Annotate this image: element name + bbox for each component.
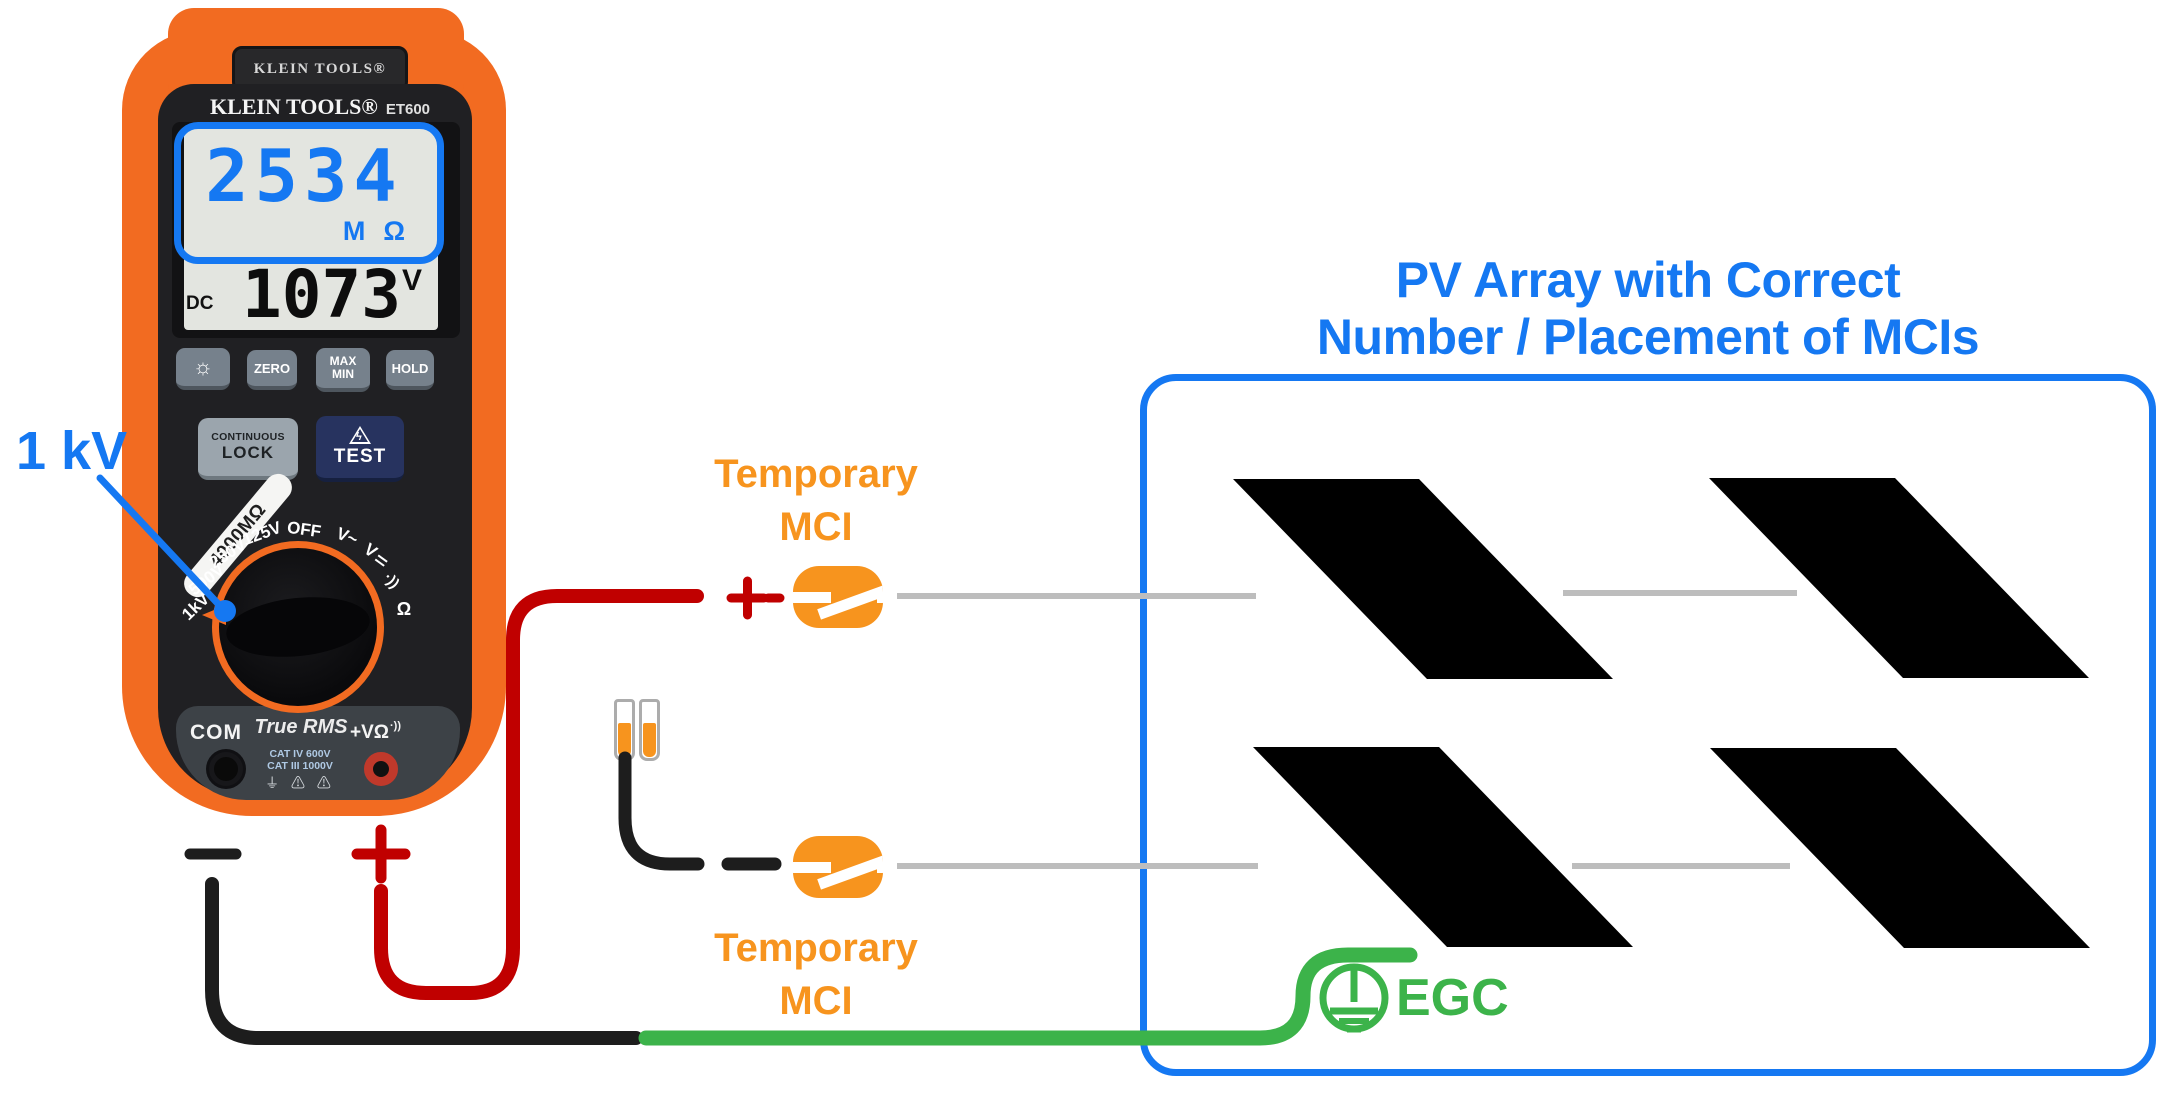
meter-brand-plate-text: KLEIN TOOLS®: [253, 60, 387, 77]
connector-port: [614, 699, 635, 761]
black-test-lead: [205, 877, 643, 1045]
maxmin-button[interactable]: MAX MIN: [316, 348, 370, 392]
mci-contact-bar: [877, 862, 883, 873]
backlight-icon: ☼: [192, 354, 214, 379]
meter-brand: KLEIN TOOLS®: [209, 94, 378, 119]
lcd-primary-reading: 2534: [205, 134, 403, 218]
lever-connector-icon: [614, 699, 660, 762]
pv-array-box: [1140, 374, 2156, 1076]
maxmin-line2: MIN: [331, 367, 354, 381]
pv-array-title-line2: Number / Placement of MCIs: [1316, 309, 1980, 365]
mci-contact-bar: [877, 592, 883, 603]
cat-rating-line1: CAT IV 600V: [269, 748, 331, 760]
connector-port: [639, 699, 660, 761]
pv-array-title-line1: PV Array with Correct: [1395, 252, 1901, 308]
temporary-mci-icon-lower: [793, 836, 883, 898]
temporary-mci-label-lower-line2: MCI: [779, 979, 853, 1023]
high-voltage-warning-icon: ϟ: [349, 426, 371, 444]
lcd-screen: [184, 128, 438, 330]
egc-label: EGC: [1396, 969, 1509, 1027]
lcd-primary-unit: M Ω: [336, 216, 412, 247]
volt-jack-text: +VΩ: [350, 722, 390, 743]
dial-setting-callout: 1 kV: [16, 421, 128, 481]
meter-model: ET600: [385, 101, 431, 118]
continuous-lock-button[interactable]: CONTINUOUS LOCK: [198, 418, 298, 480]
temporary-mci-label-upper-line1: Temporary: [714, 452, 918, 496]
lcd-unit-ohm: Ω: [383, 216, 406, 246]
multimeter: KLEIN TOOLS® KLEIN TOOLS® ET600 2534 M Ω…: [0, 0, 700, 900]
com-jack[interactable]: [209, 752, 243, 786]
test-label: TEST: [333, 446, 387, 467]
pv-array-title: PV Array with Correct Number / Placement…: [1140, 252, 2156, 366]
connector-lever: [618, 723, 631, 757]
mci-contact-bar: [793, 862, 831, 873]
safety-symbols: ⏚ ⚠ ⚠: [265, 775, 335, 791]
com-jack-label: COM: [190, 721, 242, 744]
cat-rating-line2: CAT III 1000V: [267, 760, 333, 772]
lcd-secondary-reading: 1073: [242, 256, 401, 333]
zero-button[interactable]: ZERO: [247, 350, 297, 390]
mci-contact-bar: [793, 592, 831, 603]
maxmin-line1: MAX: [329, 354, 357, 368]
temporary-mci-label-lower-line1: Temporary: [714, 926, 918, 970]
string-plus-symbol: [726, 576, 769, 620]
meter-brand-row: KLEIN TOOLS® ET600: [200, 94, 440, 120]
continuous-label: CONTINUOUS: [211, 431, 285, 443]
temporary-mci-icon-upper: [793, 566, 883, 628]
lcd-highlight-outline: [174, 122, 444, 264]
test-button[interactable]: ϟ TEST: [316, 416, 404, 482]
lcd-unit-mega: M: [342, 216, 366, 246]
volt-jack-sound-icon: ·)): [390, 720, 402, 732]
temporary-mci-label-upper-line2: MCI: [779, 505, 853, 549]
temporary-mci-label-lower: Temporary MCI: [690, 922, 942, 1028]
lcd-dc-indicator: DC: [186, 293, 214, 314]
dial-label-ohm: Ω: [396, 599, 412, 619]
cat-rating: CAT IV 600V CAT III 1000V: [230, 748, 370, 772]
hold-button[interactable]: HOLD: [386, 350, 434, 390]
connector-lever: [643, 723, 656, 757]
lock-label: LOCK: [221, 443, 275, 462]
volt-jack-label: +VΩ ·)): [350, 720, 402, 744]
true-rms-label: True RMS: [254, 716, 348, 738]
backlight-button[interactable]: ☼: [176, 348, 230, 390]
lcd-secondary-unit: V: [402, 264, 423, 297]
temporary-mci-label-upper: Temporary MCI: [690, 448, 942, 554]
